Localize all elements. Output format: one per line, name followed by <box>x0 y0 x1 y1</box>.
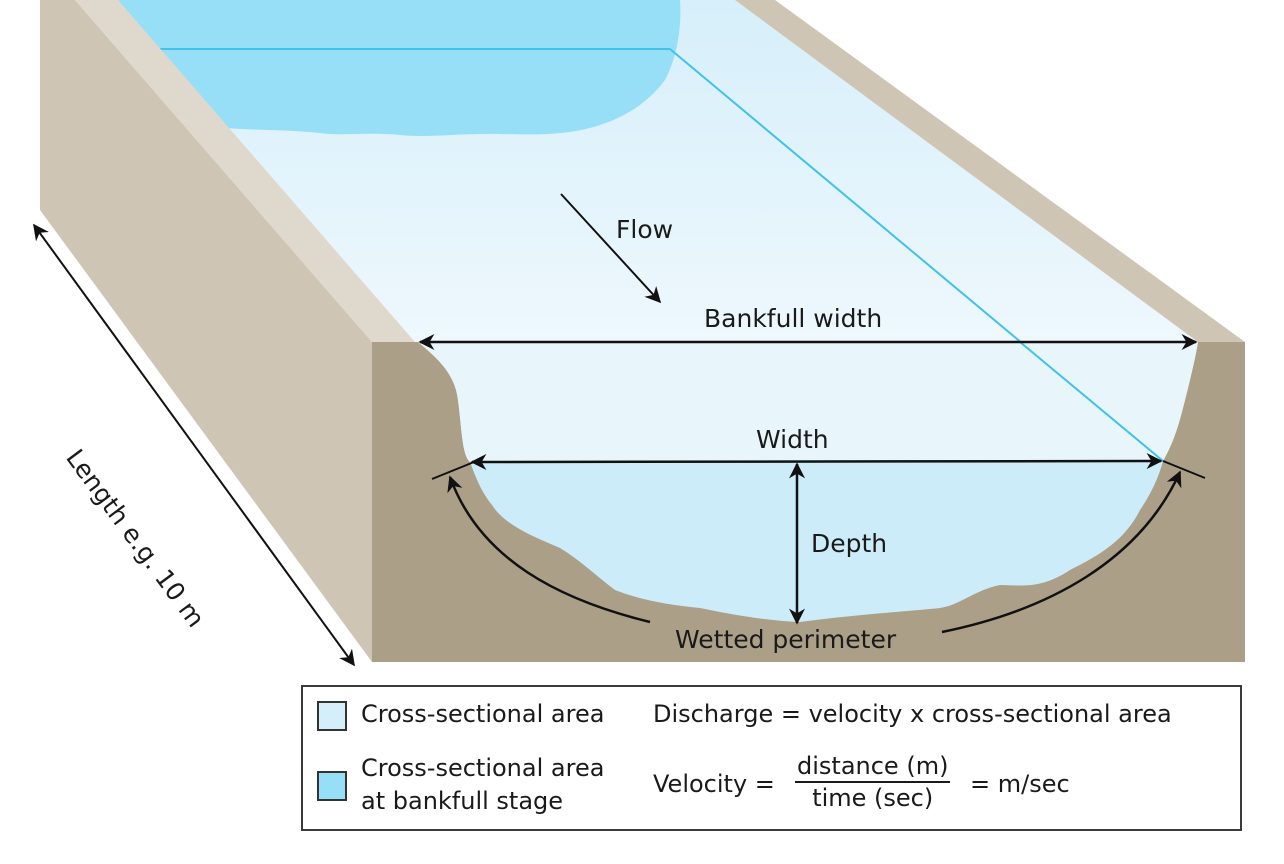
velocity-fraction: distance (m) time (sec) <box>795 751 951 813</box>
legend-label-bankfull-line2: at bankfull stage <box>361 787 564 815</box>
cross-section-water <box>470 461 1163 622</box>
bankfull-diagonal-line-front <box>1019 341 1164 462</box>
velocity-prefix: Velocity = <box>653 770 775 798</box>
flow-label: Flow <box>616 215 674 244</box>
right-bank-top <box>735 0 1245 342</box>
legend-label-bankfull-line1: Cross-sectional area <box>361 754 605 782</box>
wetted-perimeter-tick-left <box>431 461 475 480</box>
legend-swatch-bankfull <box>317 771 347 801</box>
length-arrow <box>33 223 355 667</box>
legend-label-cross-section: Cross-sectional area <box>361 700 605 728</box>
velocity-numerator: distance (m) <box>795 751 951 783</box>
wetted-perimeter-label: Wetted perimeter <box>675 625 897 654</box>
depth-label: Depth <box>811 529 888 558</box>
wetted-perimeter-arrow-left <box>447 475 651 624</box>
width-label: Width <box>756 425 829 454</box>
flow-arrow <box>560 193 662 304</box>
discharge-formula: Discharge = velocity x cross-sectional a… <box>653 700 1172 728</box>
legend: Cross-sectional area Cross-sectional are… <box>301 685 1242 831</box>
width-arrow <box>470 453 1163 470</box>
wetted-perimeter-arrow-right <box>941 470 1182 634</box>
wetted-perimeter-tick-right <box>1162 460 1206 479</box>
legend-swatch-cross-section <box>317 701 347 731</box>
bankfull-width-label: Bankfull width <box>704 304 883 333</box>
velocity-denominator: time (sec) <box>812 784 934 812</box>
bankfull-area <box>118 0 681 136</box>
velocity-suffix: = m/sec <box>970 770 1070 798</box>
cross-section-bankfull-upper <box>418 342 1198 462</box>
